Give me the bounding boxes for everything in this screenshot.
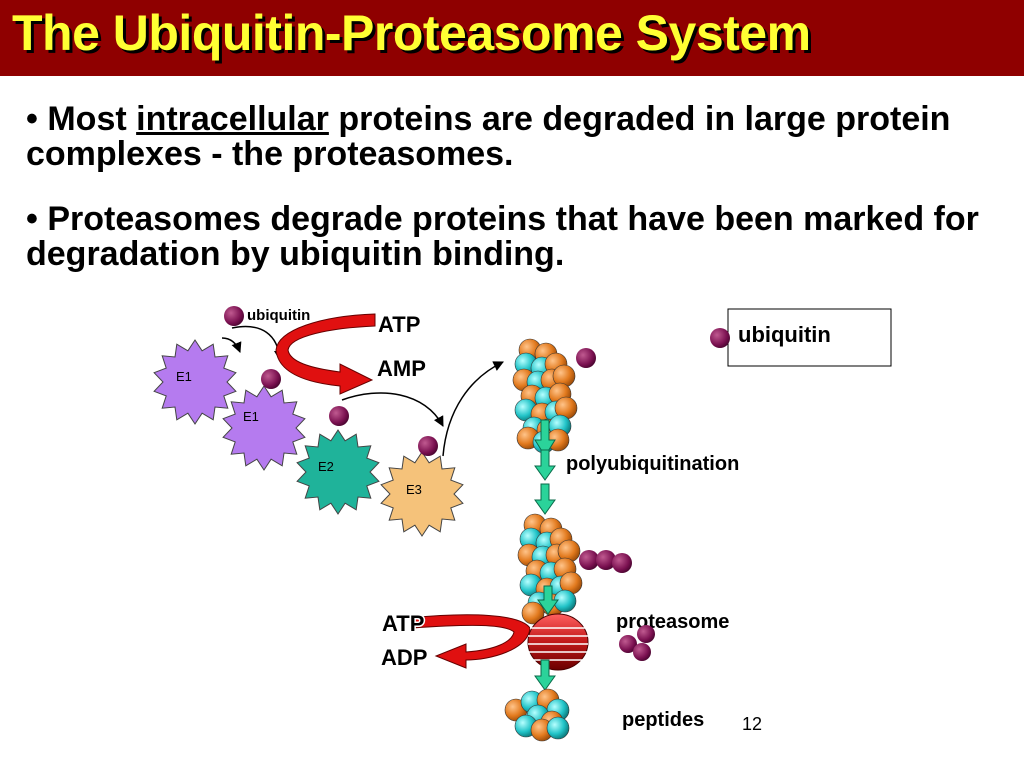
polyubiquitination-label: polyubiquitination	[566, 453, 739, 475]
green-arrow-1	[534, 419, 556, 457]
page-number: 12	[742, 714, 763, 734]
amp-label: AMP	[377, 356, 426, 381]
ubiquitin-dot-e1	[261, 369, 281, 389]
e1b-label: E1	[243, 409, 259, 424]
polyubiquitin-chain-3	[612, 553, 632, 573]
bullet-2-marker: •	[26, 200, 38, 238]
polyubiquitin-chain-1	[579, 550, 599, 570]
e1a-label: E1	[176, 369, 192, 384]
title-bar	[0, 0, 1024, 76]
enzyme-e3	[380, 451, 464, 537]
atp-bottom-label: ATP	[382, 611, 424, 636]
atp-amp-arrow	[275, 313, 376, 395]
e2-label: E2	[318, 459, 334, 474]
bullet-1-post: proteins are degraded in large protein c…	[26, 100, 951, 173]
ubiquitin-dot-e2	[329, 406, 349, 426]
ubiquitin-attached-single	[576, 348, 596, 368]
e3-label: E3	[406, 482, 422, 497]
ubiquitin-dot-free	[224, 306, 244, 326]
protein-bead	[521, 601, 545, 625]
proteasome-complex	[527, 613, 589, 671]
bullet-2: • Proteasomes degrade proteins that have…	[26, 202, 1006, 272]
atp-adp-arrow	[409, 614, 531, 669]
enzyme-e1-first	[153, 339, 237, 425]
ubiquitin-dot-e3	[418, 436, 438, 456]
polyubiquitin-chain-2	[596, 550, 616, 570]
legend-ubiquitin-icon	[710, 328, 730, 348]
bullet-1-pre: Most	[37, 100, 137, 138]
bullet-2-text: Proteasomes degrade proteins that have b…	[26, 200, 979, 273]
released-ubiquitin-2	[619, 635, 637, 653]
green-arrow-4	[537, 585, 559, 615]
arrow-e1-activation	[221, 337, 242, 353]
green-arrow-5	[534, 659, 556, 691]
atp-top-label: ATP	[378, 312, 420, 337]
green-arrow-3	[534, 483, 556, 515]
arrow-e1-to-e2	[341, 392, 444, 427]
peptides-label: peptides	[622, 709, 704, 731]
peptides-cluster	[504, 688, 570, 742]
released-ubiquitin-3	[633, 643, 651, 661]
bullet-1: • Most intracellular proteins are degrad…	[26, 102, 1006, 172]
legend-ubiquitin-label: ubiquitin	[738, 322, 831, 347]
released-ubiquitin-1	[637, 625, 655, 643]
ubiquitin-small-label: ubiquitin	[247, 307, 310, 324]
legend-box	[727, 308, 892, 367]
enzyme-e2	[296, 429, 380, 515]
protein-bead	[546, 716, 570, 740]
enzyme-e1-second	[222, 385, 306, 471]
arrow-e3-to-protein	[442, 361, 504, 457]
adp-label: ADP	[381, 645, 427, 670]
protein-substrate	[512, 338, 578, 454]
proteasome-label: proteasome	[616, 611, 729, 633]
slide-title: The Ubiquitin-Proteasome System	[12, 5, 811, 61]
arrow-ubiquitin-to-e1	[231, 325, 285, 362]
green-arrow-2	[534, 449, 556, 481]
bullet-1-marker: •	[26, 100, 38, 138]
bullet-1-underlined: intracellular	[136, 100, 329, 138]
